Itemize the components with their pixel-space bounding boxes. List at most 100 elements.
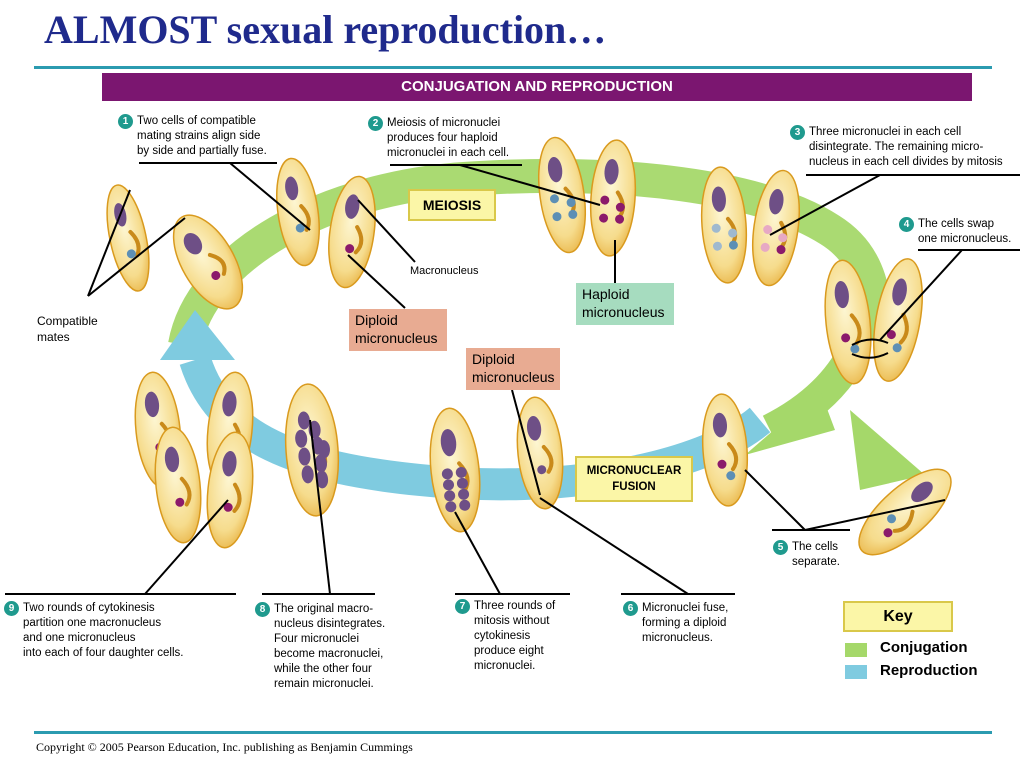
micronucleus [552, 212, 562, 222]
cell-body [701, 393, 749, 507]
micronucleus [537, 465, 547, 475]
title-rule [34, 66, 992, 69]
micronucleus [892, 343, 902, 353]
macronucleus-fragment [317, 440, 330, 459]
paramecium-cell [328, 175, 376, 289]
micronucleus [568, 209, 578, 219]
slide-title: ALMOST sexual reproduction… [44, 7, 607, 52]
oral-groove [726, 442, 739, 472]
key-swatch-reproduction [845, 665, 867, 679]
paramecium-cell [516, 396, 564, 510]
macronucleus [892, 278, 907, 306]
macronucleus [440, 429, 457, 457]
step-9-caption: 9 Two rounds of cytokinesis partition on… [4, 601, 183, 661]
paramecium-cell [752, 169, 800, 287]
micronucleus [886, 330, 896, 340]
micronucleus [345, 244, 355, 254]
oral-groove [898, 312, 909, 345]
step-7-caption: 7 Three rounds of mitosis without cytoki… [455, 599, 555, 674]
step-5-caption: 5 The cells separate. [773, 540, 840, 570]
step-4-badge: 4 [899, 217, 914, 232]
micronucleus [763, 225, 773, 235]
paramecium-cell [824, 259, 872, 385]
micronucleus [444, 490, 456, 502]
micronucleus [458, 488, 470, 500]
paramecium-cell [858, 468, 952, 556]
micronucleus [717, 459, 727, 469]
step-6-badge: 6 [623, 601, 638, 616]
oral-groove [457, 461, 470, 493]
micronucleus [549, 194, 559, 204]
step-1-badge: 1 [118, 114, 133, 129]
macronucleus [711, 186, 726, 212]
macronucleus [834, 281, 849, 309]
haploid-micronucleus-box: Haploid micronucleus [576, 283, 674, 325]
diagram-banner: CONJUGATION AND REPRODUCTION [102, 73, 972, 101]
macronucleus [911, 481, 933, 503]
oral-groove [179, 476, 192, 507]
micronucleus [615, 202, 625, 212]
micronucleus [883, 528, 893, 538]
step-8-caption: 8 The original macro- nucleus disintegra… [255, 602, 385, 692]
macronucleus-fragment [297, 411, 310, 430]
separation-arrowhead [850, 410, 925, 490]
micronucleus [726, 471, 736, 481]
macronucleus [285, 176, 299, 201]
cell-body [429, 407, 481, 533]
micronucleus [441, 468, 453, 480]
paramecium-cell [701, 393, 749, 507]
footer-rule [34, 731, 992, 734]
macronucleus [164, 446, 180, 473]
macronucleus-fragment [301, 465, 314, 484]
conjugation-arrowhead [745, 390, 835, 455]
micronucleus [728, 240, 738, 250]
compatible-mates-label: Compatible mates [37, 314, 98, 344]
step-3-badge: 3 [790, 125, 805, 140]
micronucleus [211, 271, 221, 281]
step-6-caption: 6 Micronuclei fuse, forming a diploid mi… [623, 601, 728, 646]
micronucleus [841, 333, 851, 343]
macronucleus [604, 158, 619, 185]
macronucleus [712, 412, 728, 438]
micronucleus [760, 242, 770, 252]
macronucleus [222, 450, 237, 477]
micronucleus [728, 228, 738, 238]
macronucleus [144, 391, 160, 418]
cell-body [154, 426, 202, 544]
cell-body [206, 431, 254, 549]
micronucleus [776, 245, 786, 255]
macronucleus [769, 189, 784, 215]
cell-body [106, 184, 150, 292]
oral-groove [353, 225, 364, 255]
oral-groove [207, 252, 227, 276]
cell-body [752, 169, 800, 287]
reproduction-arrowhead [160, 310, 235, 360]
micronucleus [887, 514, 897, 524]
macronucleus-fragment [295, 429, 308, 448]
key-title: Key [843, 601, 953, 632]
macronucleus [345, 194, 360, 219]
paramecium-cell [276, 157, 320, 267]
step-4-caption: 4 The cells swap one micronucleus. [899, 217, 1011, 247]
micronucleus [443, 479, 455, 491]
paramecium-cell [172, 214, 244, 310]
leader-lines [5, 162, 1020, 595]
oral-groove [232, 482, 242, 513]
step-7-badge: 7 [455, 599, 470, 614]
micronucleus [778, 233, 788, 243]
micronucleus [599, 213, 609, 223]
oral-groove [892, 509, 915, 533]
paramecium-cell [154, 426, 202, 544]
step-3-caption: 3 Three micronuclei in each cell disinte… [790, 125, 1003, 170]
micronucleus [459, 499, 471, 511]
micronucleus [295, 223, 305, 233]
paramecium-cell [429, 407, 481, 533]
step-5-badge: 5 [773, 540, 788, 555]
diploid-micronucleus-box-1: Diploid micronucleus [349, 309, 447, 351]
micronuclear-fusion-box: MICRONUCLEAR FUSION [575, 456, 693, 502]
step-1-caption: 1 Two cells of compatible mating strains… [118, 114, 267, 159]
paramecium-cell [106, 184, 150, 292]
oral-groove [849, 313, 862, 345]
paramecium-cell [206, 431, 254, 549]
swap-arrow-bottom [851, 352, 889, 359]
